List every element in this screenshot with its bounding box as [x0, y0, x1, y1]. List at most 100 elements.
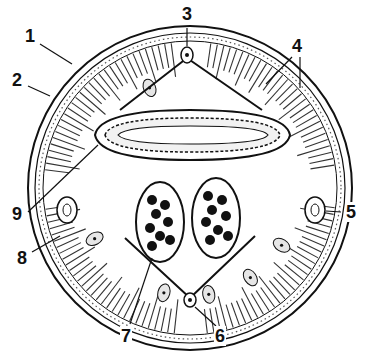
muscle-fibre — [142, 303, 150, 326]
muscle-cell-body — [156, 283, 172, 303]
muscle-fibre — [280, 89, 298, 105]
muscle-nucleus — [280, 244, 283, 247]
muscle-fibre — [145, 49, 155, 81]
muscle-fibre — [276, 84, 293, 101]
muscle-fibre — [290, 104, 310, 118]
muscle-layer — [45, 43, 334, 333]
muscle-fibre — [290, 121, 320, 137]
muscle-fibre — [52, 227, 75, 235]
muscle-cell-body — [201, 284, 216, 304]
muscle-fibre — [174, 299, 178, 333]
intestine-epithelium — [105, 118, 280, 152]
muscle-fibre — [288, 260, 307, 274]
leader-line — [195, 307, 216, 326]
muscle-fibre — [283, 94, 301, 109]
muscle-fibre — [300, 241, 322, 252]
egg-cell — [145, 223, 155, 233]
leader-line — [186, 28, 187, 46]
egg-cell — [165, 235, 175, 245]
muscle-fibre — [158, 46, 163, 69]
muscle-fibre — [293, 110, 313, 123]
muscle-fibre — [213, 45, 217, 69]
egg-cell — [155, 231, 165, 241]
muscle-cell-body — [240, 267, 260, 289]
muscle-fibre — [94, 78, 110, 96]
leader-line — [40, 44, 72, 64]
egg-cell — [160, 200, 170, 210]
muscle-fibre — [78, 266, 96, 281]
muscle-fibre — [224, 48, 231, 71]
leader-lines — [28, 28, 341, 326]
muscle-fibre — [267, 75, 282, 94]
dorsal-processes — [120, 58, 262, 110]
muscle-fibre — [104, 70, 118, 89]
ventral-nerve-cord — [184, 293, 196, 307]
muscle-fibre — [204, 309, 207, 333]
muscle-fibre — [231, 303, 239, 326]
hypodermis — [39, 37, 341, 339]
muscle-cell-body — [84, 229, 106, 248]
lateral-line-right — [305, 197, 325, 223]
lateral-line-left — [57, 197, 77, 223]
muscle-fibre — [310, 159, 334, 164]
callout-number: 6 — [214, 326, 226, 346]
muscle-fibre — [45, 170, 69, 173]
muscle-fibre — [291, 256, 311, 269]
dorsal-nerve-cord — [181, 47, 193, 63]
egg-cell — [217, 195, 227, 205]
callout-number: 5 — [345, 202, 357, 222]
egg-cell — [163, 217, 173, 227]
muscle-fibre — [73, 261, 92, 275]
muscle-fibre — [86, 274, 103, 291]
callout-number: 4 — [291, 36, 303, 56]
egg-cell — [203, 191, 213, 201]
cuticle-outer — [28, 26, 352, 350]
muscle-fibre — [96, 281, 111, 299]
muscle-fibre — [68, 108, 88, 121]
egg-cell — [207, 205, 217, 215]
muscle-cell-body — [271, 235, 293, 255]
muscle-fibre — [296, 115, 317, 127]
muscle-nucleus — [249, 276, 252, 279]
muscle-fibre — [249, 64, 267, 93]
muscle-fibre — [58, 125, 80, 135]
muscle-fibre — [295, 228, 327, 240]
leader-line — [130, 258, 152, 324]
muscle-fibre — [112, 291, 125, 311]
callout-number: 3 — [181, 4, 193, 24]
egg-cell — [223, 231, 233, 241]
egg-cell — [205, 235, 215, 245]
muscle-fibre — [226, 305, 233, 328]
muscle-fibre — [121, 59, 137, 89]
dorsal-nerve-dot — [185, 53, 189, 57]
muscle-fibre — [139, 51, 147, 73]
muscle-fibre — [155, 306, 161, 329]
muscle-fibre — [244, 57, 255, 78]
muscle-fibre — [110, 66, 123, 86]
muscle-fibre — [165, 44, 169, 68]
muscle-fibre — [251, 293, 263, 314]
muscle-fibre — [148, 295, 158, 328]
muscle-fibre — [171, 43, 175, 77]
ventral-processes — [125, 236, 255, 298]
muscle-fibre — [115, 63, 127, 84]
muscle-fibre — [285, 265, 304, 280]
muscle-fibre — [84, 87, 101, 104]
muscle-fibre — [161, 308, 166, 332]
muscle-fibre — [256, 291, 269, 311]
muscle-fibre — [168, 309, 172, 333]
callout-number: 2 — [11, 70, 23, 90]
muscle-fibre — [216, 46, 224, 79]
muscle-nucleus — [93, 237, 96, 240]
muscle-fibre — [47, 157, 70, 162]
egg-cell — [221, 211, 231, 221]
muscle-fibre — [49, 150, 72, 156]
gonad-cells — [145, 191, 233, 251]
muscle-fibre — [249, 60, 261, 81]
muscle-fibre — [152, 47, 158, 70]
muscle-fibre — [51, 144, 74, 151]
muscle-fibre — [70, 257, 90, 271]
egg-cell — [147, 195, 157, 205]
muscle-fibre — [53, 138, 85, 150]
